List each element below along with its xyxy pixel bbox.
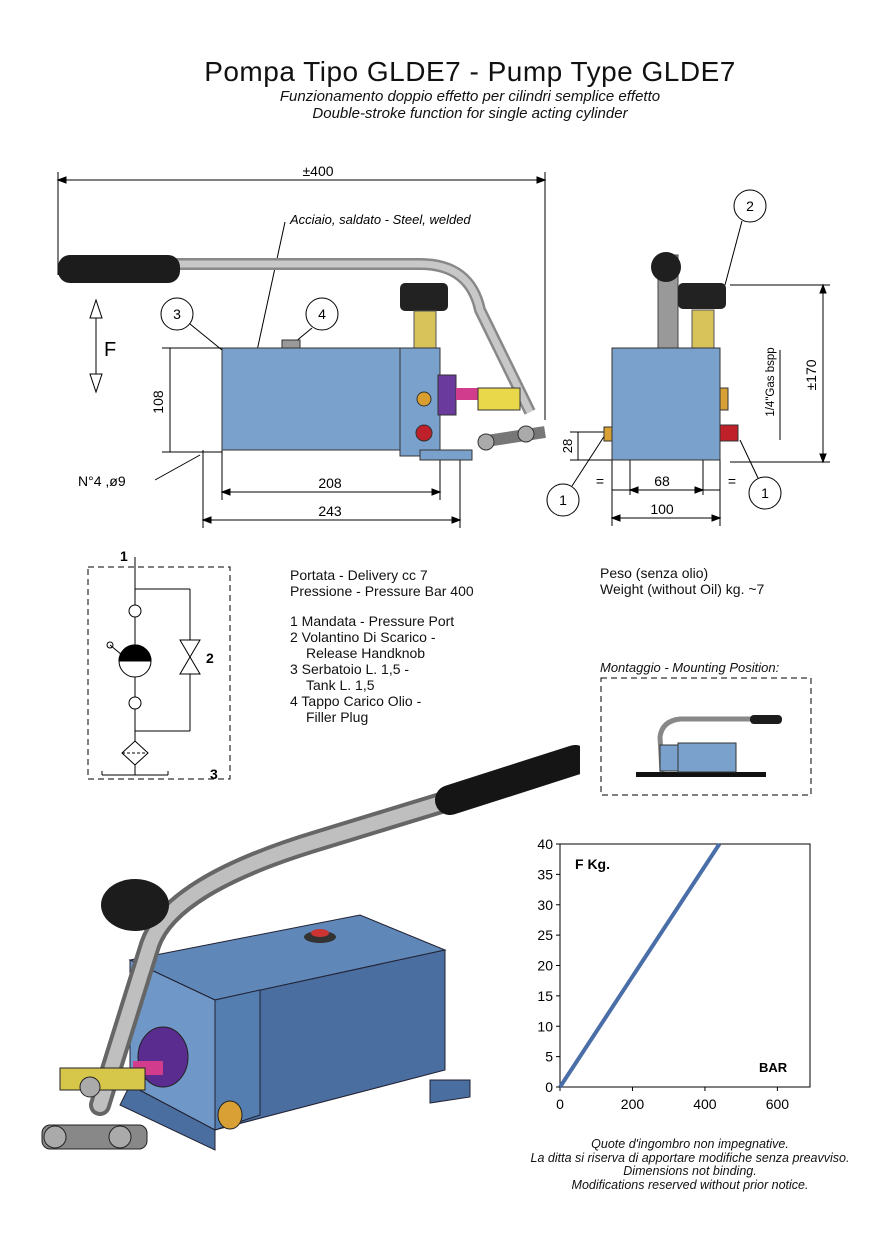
weight-block: Peso (senza olio) Weight (without Oil) k… <box>600 565 764 597</box>
spec-item-4a: 4 Tappo Carico Olio - <box>290 693 422 709</box>
y-tick-label: 40 <box>537 836 553 852</box>
mounting-diagram <box>600 677 812 796</box>
y-tick-label: 0 <box>545 1079 553 1095</box>
holes-label: N°4 ,ø9 <box>78 473 126 489</box>
note-line-3: Dimensions not binding. <box>623 1164 757 1178</box>
spec-item-3a: 3 Serbatoio L. 1,5 - <box>290 661 410 677</box>
x-tick-label: 600 <box>766 1096 790 1112</box>
y-tick-label: 15 <box>537 988 553 1004</box>
technical-drawing: ±400 Acciaio, saldato - Steel, welded F … <box>56 163 830 528</box>
page-title: Pompa Tipo GLDE7 - Pump Type GLDE7 <box>204 56 736 87</box>
callout-4-front: 4 <box>318 306 326 322</box>
series-line <box>558 842 722 1089</box>
dim-100-label: 100 <box>650 501 674 517</box>
spec-item-3b: Tank L. 1,5 <box>306 677 375 693</box>
subtitle-english: Double-stroke function for single acting… <box>312 105 628 122</box>
note-line-2: La ditta si riserva di apportare modific… <box>530 1150 850 1165</box>
y-tick-label: 20 <box>537 958 553 974</box>
x-axis-label: BAR <box>759 1060 788 1075</box>
weight-italian: Peso (senza olio) <box>600 565 709 581</box>
hydraulic-schematic: 1 2 3 <box>87 548 231 782</box>
width-208-label: 208 <box>318 475 342 491</box>
overall-length-label: ±400 <box>302 163 333 179</box>
dim-68-label: 68 <box>654 473 670 489</box>
weight-english: Weight (without Oil) kg. ~7 <box>600 581 765 597</box>
port-thread-label: 1/4"Gas bspp <box>765 347 777 416</box>
dim-28-label: 28 <box>560 439 575 453</box>
y-tick-label: 10 <box>537 1018 553 1034</box>
side-view <box>603 252 739 461</box>
y-axis-label: F Kg. <box>575 856 610 872</box>
y-tick-label: 25 <box>537 927 553 943</box>
disclaimer-notes: Quote d'ingombro non impegnative. La dit… <box>480 1137 889 1192</box>
mounting-title: Montaggio - Mounting Position: <box>600 660 780 675</box>
subtitle-italian: Funzionamento doppio effetto per cilindr… <box>279 88 661 105</box>
schematic-port-2: 2 <box>206 650 214 666</box>
note-line-4: Modifications reserved without prior not… <box>571 1177 809 1192</box>
callout-1-side-right: 1 <box>761 485 769 501</box>
spec-pressure: Pressione - Pressure Bar 400 <box>290 583 474 599</box>
spec-item-2b: Release Handknob <box>306 645 426 661</box>
y-tick-label: 30 <box>537 897 553 913</box>
callout-1-side-left: 1 <box>559 492 567 508</box>
callout-2-side: 2 <box>746 198 754 214</box>
y-tick-label: 5 <box>545 1049 553 1065</box>
y-tick-label: 35 <box>537 866 553 882</box>
spec-item-2a: 2 Volantino Di Scarico - <box>290 629 436 645</box>
width-243-label: 243 <box>318 503 342 519</box>
pump-illustration <box>41 745 580 1151</box>
spec-delivery: Portata - Delivery cc 7 <box>290 567 428 583</box>
spec-item-4b: Filler Plug <box>306 709 369 725</box>
plot-area <box>559 843 811 1088</box>
height-108-label: 108 <box>150 390 166 414</box>
callout-3-front: 3 <box>173 306 181 322</box>
force-label: F <box>104 339 116 361</box>
spec-item-1: 1 Mandata - Pressure Port <box>290 613 455 629</box>
specs-block: Portata - Delivery cc 7 Pressione - Pres… <box>290 567 474 725</box>
height-170-label: ±170 <box>803 359 819 390</box>
dim-eq-left: = <box>596 473 604 489</box>
note-line-1: Quote d'ingombro non impegnative. <box>591 1137 789 1151</box>
front-view <box>58 255 546 461</box>
dim-eq-right: = <box>728 473 736 489</box>
schematic-port-1: 1 <box>120 548 128 564</box>
x-tick-label: 400 <box>693 1096 717 1112</box>
schematic-port-3: 3 <box>210 766 218 782</box>
x-tick-label: 0 <box>556 1096 564 1112</box>
x-tick-label: 200 <box>621 1096 645 1112</box>
material-label: Acciaio, saldato - Steel, welded <box>289 212 471 227</box>
